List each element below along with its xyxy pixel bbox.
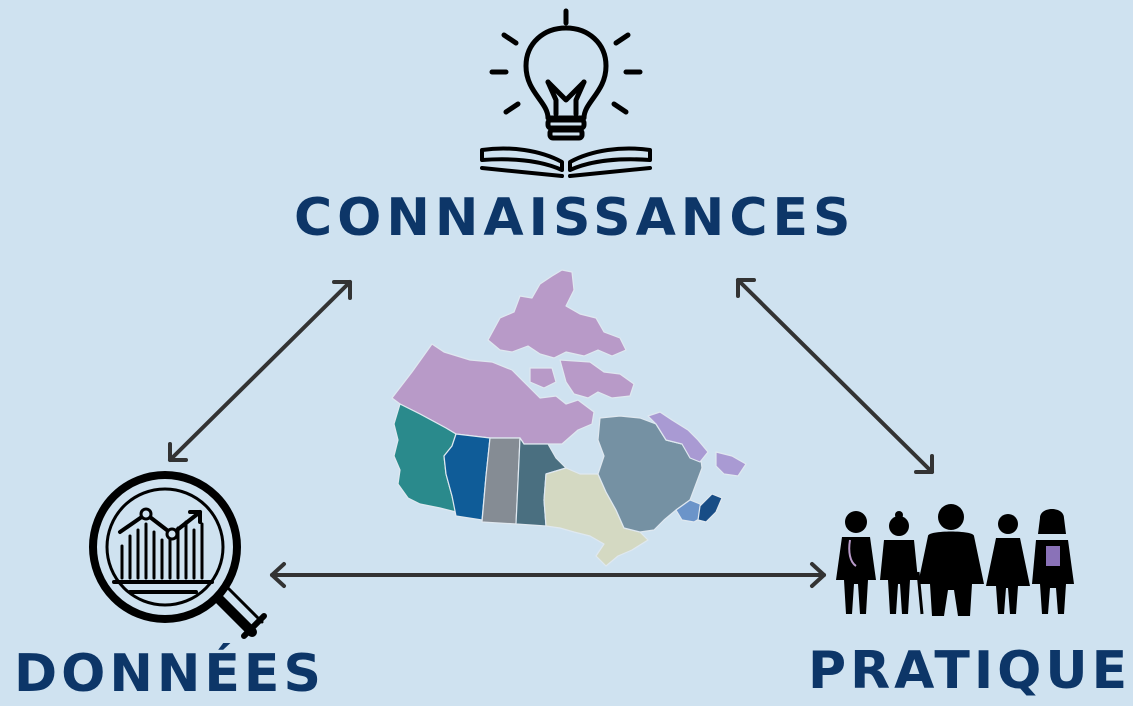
arrow-bottom xyxy=(270,562,826,588)
people-group-icon xyxy=(836,504,1074,616)
magnifier-chart-icon xyxy=(89,471,267,639)
canada-map xyxy=(391,269,747,567)
node-label-data: DONNÉES xyxy=(14,644,325,704)
node-label-knowledge: CONNAISSANCES xyxy=(294,188,856,248)
map-ns xyxy=(697,493,723,523)
map-bc xyxy=(393,403,457,513)
map-nl xyxy=(647,411,709,463)
node-label-practice: PRATIQUE xyxy=(808,641,1132,701)
arrow-top-left xyxy=(168,280,352,462)
lightbulb-book-icon xyxy=(480,8,652,178)
map-arctic-islands xyxy=(487,269,627,359)
arrow-top-right xyxy=(736,278,934,474)
